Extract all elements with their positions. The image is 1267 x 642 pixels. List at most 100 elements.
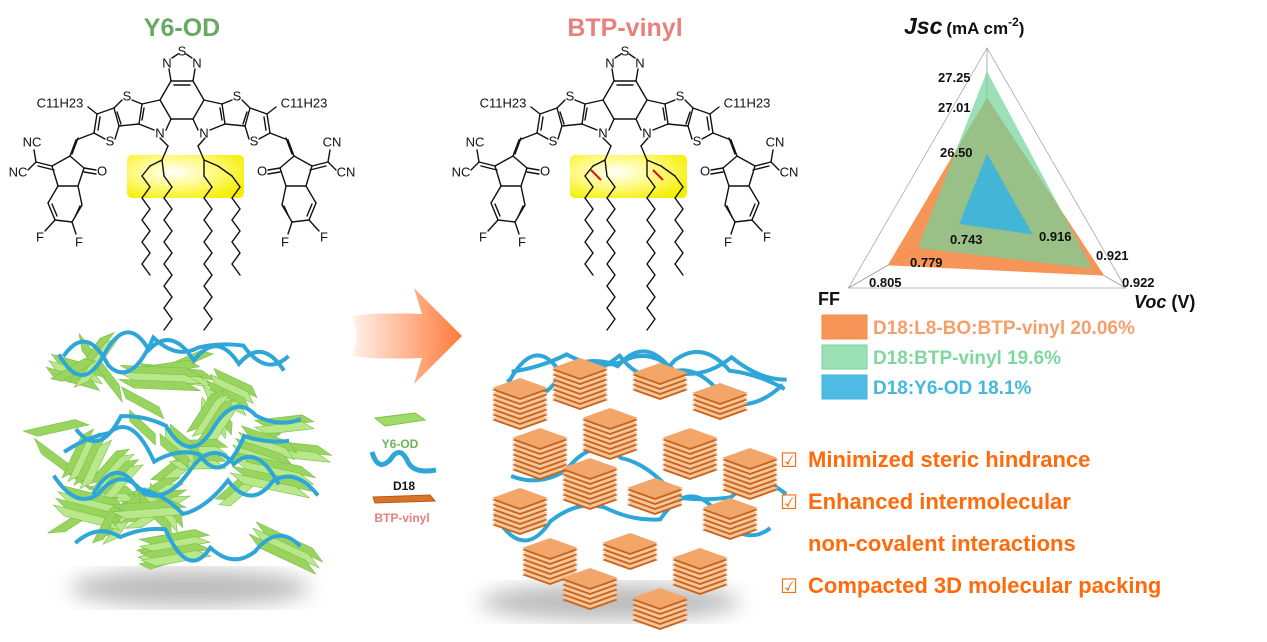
bond bbox=[584, 99, 604, 105]
bond bbox=[87, 106, 98, 115]
bond bbox=[494, 155, 514, 167]
bond bbox=[327, 161, 337, 171]
bond bbox=[77, 167, 85, 187]
bond bbox=[118, 123, 140, 127]
bond bbox=[244, 107, 251, 127]
checkbox-checked-icon: ☑ bbox=[780, 490, 798, 514]
atom-label: N bbox=[642, 125, 651, 140]
bond bbox=[530, 106, 541, 115]
atom-label: F bbox=[724, 234, 732, 249]
bond bbox=[536, 132, 549, 140]
btp-vinyl-plate-icon bbox=[372, 494, 437, 504]
bond bbox=[266, 106, 277, 115]
btp-vinyl-plate-stack bbox=[492, 378, 548, 430]
bond bbox=[116, 111, 122, 125]
bond bbox=[217, 165, 233, 177]
checklist-text: Minimized steric hindrance bbox=[808, 447, 1091, 472]
atom-label: N bbox=[192, 55, 201, 70]
bond bbox=[539, 107, 558, 115]
atom-label: S bbox=[178, 43, 187, 58]
bond bbox=[710, 167, 724, 171]
bond bbox=[141, 165, 151, 177]
bond bbox=[540, 116, 544, 131]
legend-label: D18:Y6-OD 18.1% bbox=[873, 378, 1032, 399]
atom-label: S bbox=[250, 133, 259, 148]
bond bbox=[279, 167, 287, 187]
bond bbox=[33, 149, 37, 163]
atom-label: N bbox=[605, 55, 614, 70]
bond bbox=[308, 219, 320, 232]
y6-od-plate-stack bbox=[186, 389, 241, 446]
bond bbox=[667, 123, 689, 127]
bond bbox=[27, 161, 37, 171]
bond bbox=[244, 125, 250, 140]
radar-value-label: 27.25 bbox=[938, 70, 971, 85]
bond bbox=[114, 125, 120, 140]
axis-unit-jsc: (mA cm-2) bbox=[946, 15, 1024, 38]
legend-label: D18:BTP-vinyl 19.6% bbox=[873, 348, 1061, 369]
bond bbox=[635, 118, 642, 131]
bond bbox=[748, 185, 760, 204]
bond bbox=[557, 125, 563, 140]
bond bbox=[754, 161, 772, 167]
bond bbox=[584, 165, 594, 177]
bond bbox=[604, 145, 612, 161]
atom-label: N bbox=[155, 125, 164, 140]
radar-value-label: 27.01 bbox=[938, 100, 971, 115]
bond bbox=[192, 68, 196, 82]
d18-ribbon bbox=[63, 425, 290, 470]
bond bbox=[293, 155, 313, 167]
bond bbox=[526, 171, 540, 175]
atom-label: S bbox=[566, 88, 575, 103]
bond bbox=[192, 118, 199, 131]
bond bbox=[287, 139, 295, 157]
bond bbox=[44, 219, 56, 232]
atom-label: F bbox=[75, 234, 83, 249]
bond bbox=[660, 165, 676, 177]
bond bbox=[197, 137, 206, 147]
bond bbox=[69, 155, 85, 169]
checklist-text: non-covalent interactions bbox=[808, 531, 1076, 556]
bond bbox=[608, 118, 615, 131]
radar-value-labels: 27.010.9220.80527.250.9210.77926.500.916… bbox=[869, 70, 1155, 290]
bond bbox=[514, 137, 522, 155]
radar-outline bbox=[847, 47, 1127, 289]
radar-value-label: 0.743 bbox=[950, 232, 983, 247]
atom-label: S bbox=[676, 88, 685, 103]
checklist-item: ☑Minimized steric hindrance bbox=[780, 447, 1090, 473]
bond bbox=[75, 132, 95, 141]
bond bbox=[574, 99, 586, 105]
alkyl-label: C11H23 bbox=[480, 95, 527, 110]
bond bbox=[602, 137, 612, 147]
mini-legend-btp-vinyl: BTP-vinyl bbox=[374, 511, 429, 525]
bond bbox=[219, 107, 223, 121]
alkyl-chain bbox=[606, 175, 616, 331]
alkyl-chain bbox=[584, 175, 594, 276]
bond bbox=[171, 53, 179, 59]
atom-label: S bbox=[123, 88, 132, 103]
bond bbox=[47, 185, 59, 204]
bond bbox=[635, 80, 648, 101]
alkyl-label: C11H23 bbox=[724, 95, 771, 110]
atom-label: F bbox=[518, 234, 526, 249]
bond bbox=[51, 155, 71, 167]
bond bbox=[526, 167, 540, 171]
btp-vinyl-plate-stack bbox=[627, 478, 683, 515]
bond bbox=[494, 203, 501, 217]
bond bbox=[159, 137, 169, 147]
bond bbox=[192, 99, 205, 120]
checklist-item: ☑Compacted 3D molecular packing bbox=[780, 573, 1161, 599]
btp-vinyl-plate-stack bbox=[672, 548, 728, 595]
side-chain-highlight bbox=[127, 155, 244, 198]
bond bbox=[584, 107, 588, 121]
legend-swatch bbox=[821, 314, 868, 340]
atom-label: N bbox=[635, 55, 644, 70]
bond bbox=[730, 139, 738, 157]
bond bbox=[662, 107, 666, 121]
atom-label: NC bbox=[23, 134, 42, 149]
bond bbox=[722, 155, 738, 169]
legend-swatch bbox=[821, 374, 868, 400]
bond bbox=[470, 161, 480, 171]
bond bbox=[258, 132, 271, 140]
